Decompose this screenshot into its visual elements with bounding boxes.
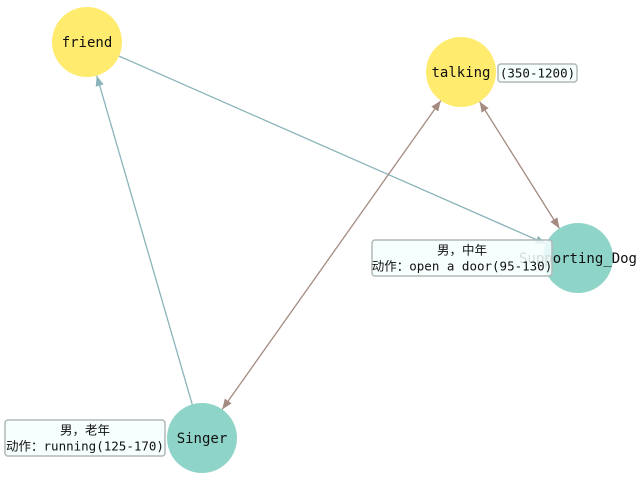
node-label: talking <box>431 65 490 81</box>
info-line: 动作：running(125-170) <box>6 439 164 454</box>
node-circle[interactable] <box>167 403 237 473</box>
node-talking[interactable]: talking <box>426 37 496 107</box>
info-line: 男，老年 <box>60 423 110 438</box>
node-circle[interactable] <box>543 223 613 293</box>
node-circle[interactable] <box>426 37 496 107</box>
info-line: 动作：open a door(95-130) <box>372 259 553 274</box>
edge-talking-to-Supporting_Dog <box>479 101 560 229</box>
info-box <box>371 239 553 277</box>
node-label: friend <box>62 35 113 51</box>
info-label-talking: (350-1200) <box>497 63 578 83</box>
node-singer[interactable]: Singer <box>167 403 237 473</box>
edge-Singer-to-talking <box>221 100 442 410</box>
info-box <box>497 63 578 83</box>
node-circle[interactable] <box>52 7 122 77</box>
info-line: (350-1200) <box>500 66 575 81</box>
info-box <box>4 419 166 457</box>
edge-Singer-to-friend <box>95 75 193 405</box>
node-label: Singer <box>177 431 228 447</box>
info-line: 男，中年 <box>437 243 487 258</box>
node-friend[interactable]: friend <box>52 7 122 77</box>
